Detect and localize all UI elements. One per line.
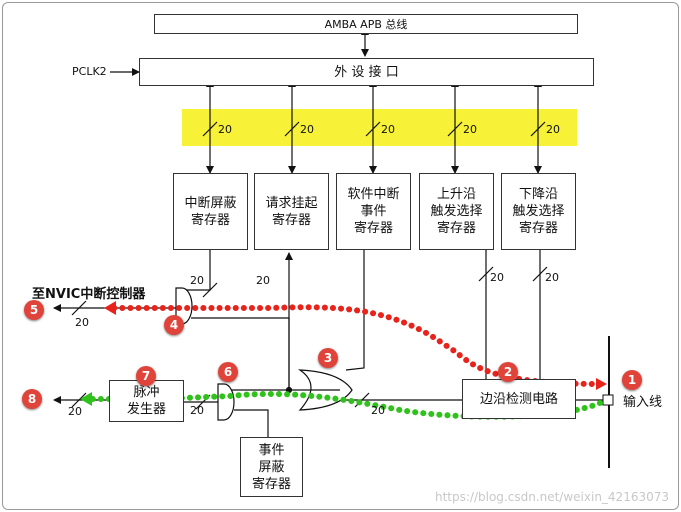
pulse-generator: 脉冲 发生器 [109,380,184,422]
pending-request-register: 请求挂起 寄存器 [254,173,329,250]
interrupt-mask-register: 中断屏蔽 寄存器 [173,173,248,250]
bus-width-pulse-in: 20 [190,404,204,417]
event-mask-register: 事件 屏蔽 寄存器 [240,437,303,497]
bus-width-pending-in: 20 [256,274,270,287]
interrupt-path-head [596,378,607,390]
edge-detect-circuit: 边沿检测电路 [462,379,576,419]
badge-4: 4 [164,315,184,335]
bus-width-nvic: 20 [75,316,89,329]
pclk2-label: PCLK2 [72,65,107,78]
badge-3: 3 [318,348,338,368]
rising-trigger-register: 上升沿 触发选择 寄存器 [419,173,494,250]
bus-width-int-mask: 20 [218,123,232,136]
badge-5: 5 [24,300,44,320]
badge-6: 6 [218,362,238,382]
bus-width-rising-out: 20 [490,271,504,284]
falling-trigger-register: 下降沿 触发选择 寄存器 [501,173,576,250]
event-path-head [80,392,92,406]
software-interrupt-event-register: 软件中断 事件 寄存器 [336,173,411,250]
amba-apb-bus: AMBA APB 总线 [154,14,578,34]
bus-width-event-out: 20 [68,405,82,418]
interrupt-path-tail [104,301,116,315]
badge-1: 1 [622,370,642,390]
watermark: https://blog.csdn.net/weixin_42163073 [434,490,669,504]
nvic-label: 至NVIC中断控制器 [32,287,146,302]
and-gate-event [217,383,235,421]
badge-7: 7 [136,366,156,386]
badge-2: 2 [498,362,518,382]
peripheral-interface: 外 设 接 口 [139,58,594,86]
input-line-label: 输入线 [623,395,663,410]
bus-width-mask-out: 20 [190,274,204,287]
bus-width-falling: 20 [546,123,560,136]
bus-width-edge-out: 20 [371,404,385,417]
input-terminal [602,394,614,406]
bus-width-rising: 20 [463,123,477,136]
bus-highlight [182,109,577,146]
bus-width-swi: 20 [381,123,395,136]
bus-width-pending: 20 [300,123,314,136]
badge-8: 8 [22,389,42,409]
bus-width-falling-out: 20 [545,271,559,284]
